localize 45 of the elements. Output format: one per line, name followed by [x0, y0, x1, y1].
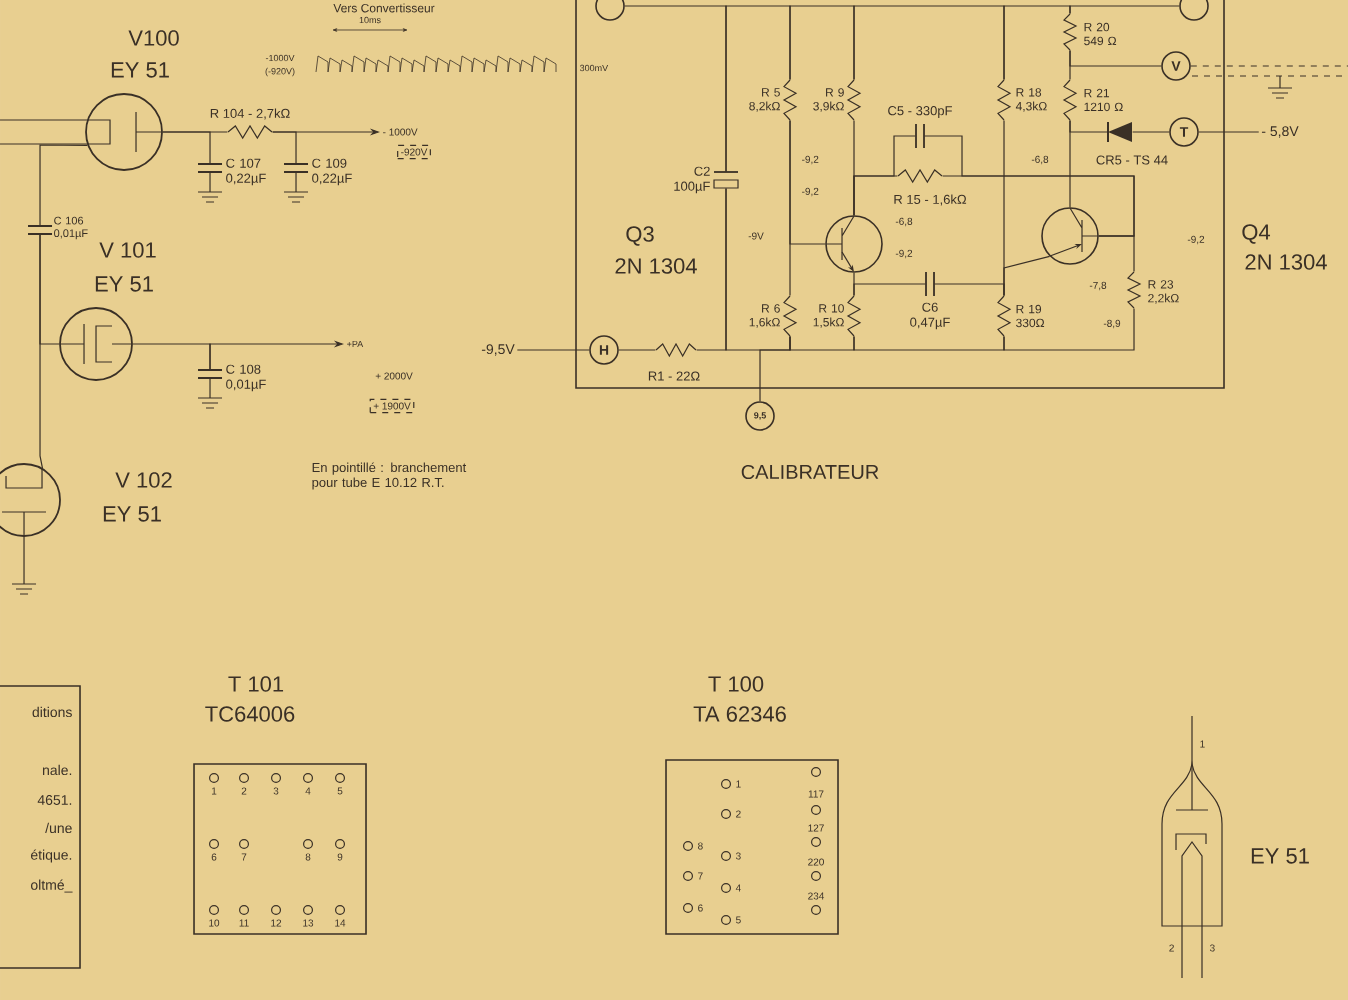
node-label: 2N 1304: [615, 258, 697, 274]
node-label: TC64006: [205, 706, 295, 722]
node-label: 2N 1304: [1245, 254, 1327, 270]
node-label: TA 62346: [693, 706, 786, 722]
wire: [1132, 131, 1170, 133]
node-label: EY 51: [1251, 848, 1309, 864]
node-label: V 101: [99, 242, 156, 258]
wire: [853, 283, 926, 296]
wire: [1003, 255, 1051, 296]
node-label: EY 51: [103, 506, 161, 522]
node-label: V100: [128, 30, 179, 46]
wire: [942, 175, 1135, 237]
wire: [1003, 308, 1135, 351]
wire: [789, 5, 855, 80]
node-label: Q4: [1242, 224, 1271, 244]
section-title: CALIBRATEUR: [741, 464, 879, 480]
wire: [1069, 5, 1180, 14]
vacuum-tube: V 102 EY 51: [0, 463, 172, 537]
wire: [516, 349, 590, 351]
wire: [272, 131, 297, 164]
wire: [1069, 120, 1108, 133]
node-label: T 100: [708, 676, 764, 692]
vacuum-tube: V 101 EY 51: [59, 242, 156, 381]
wire: [1069, 50, 1162, 67]
wire: [759, 336, 791, 402]
wire: [1003, 5, 1071, 80]
wire: [162, 131, 211, 164]
wire: [1198, 131, 1260, 133]
wire: [725, 5, 791, 172]
wire: [853, 5, 1005, 80]
vacuum-tube: V100 EY 51: [0, 30, 179, 171]
node-label: EY 51: [111, 62, 169, 78]
wire: [853, 336, 1005, 351]
calibrator-box: [575, 0, 1225, 389]
node-label: Q3: [626, 226, 654, 246]
wire: [39, 234, 44, 469]
wire: [853, 175, 898, 216]
wire: [1098, 235, 1135, 272]
node-label: V 102: [115, 472, 172, 488]
wire: [618, 349, 656, 351]
node-label: T 101: [228, 676, 284, 692]
node-label: EY 51: [95, 276, 153, 292]
wire: [789, 120, 791, 296]
wire: [39, 144, 89, 226]
cable: [1190, 65, 1348, 67]
